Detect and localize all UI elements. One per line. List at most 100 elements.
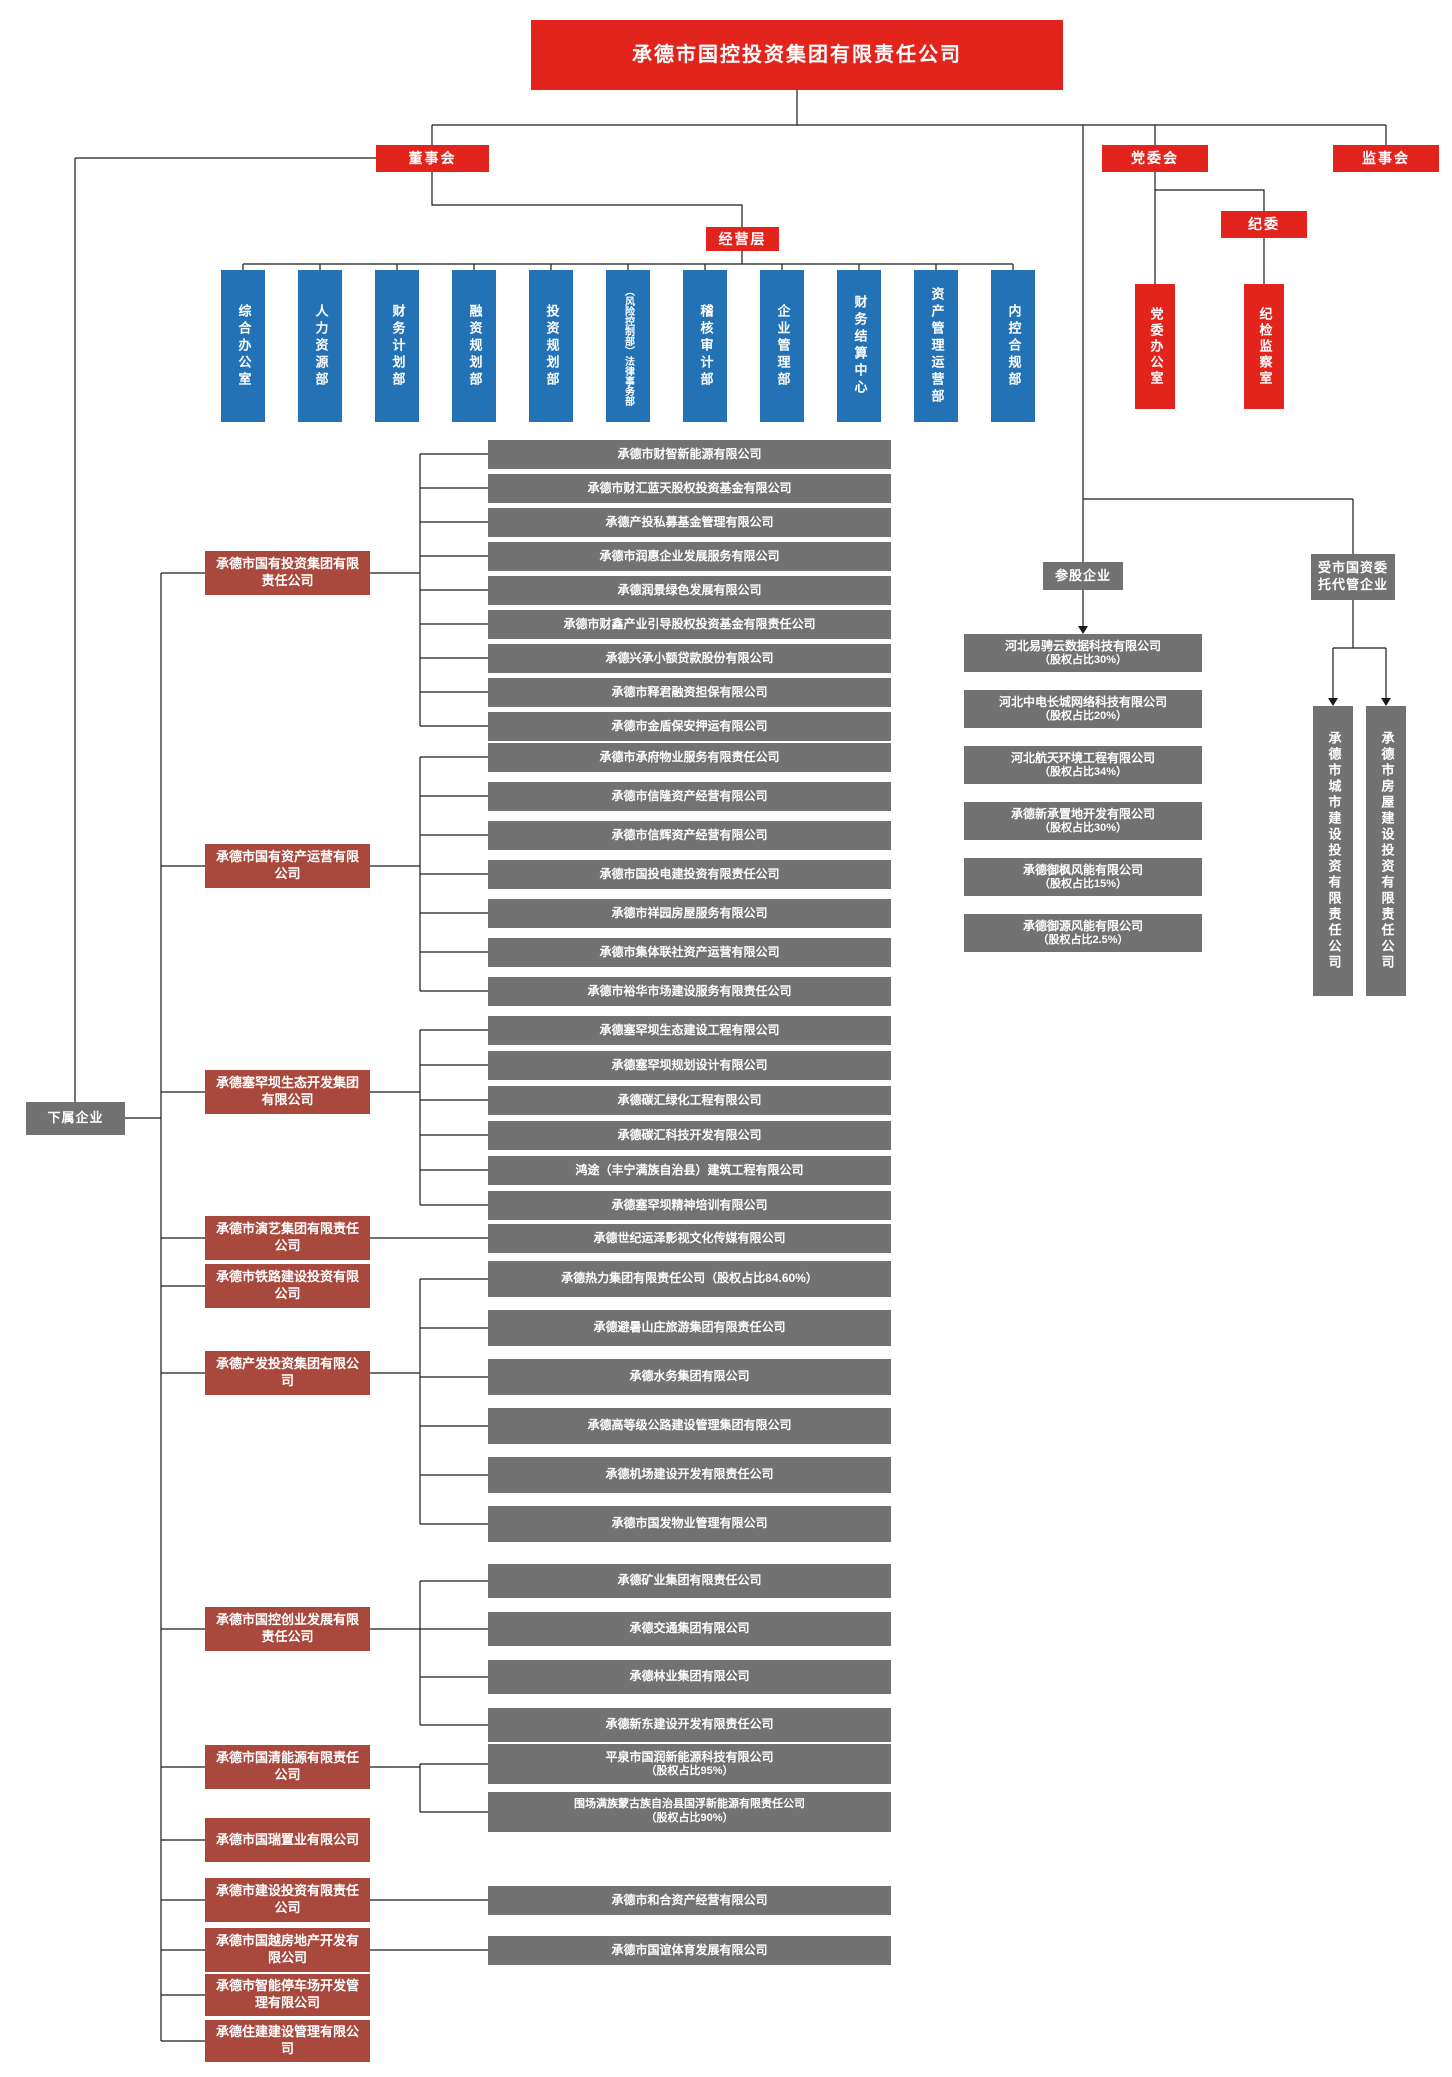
subsidiary-group-box: 承德市国有投资集团有限责任公司	[205, 551, 370, 595]
company-share: （股权占比2.5%）	[1037, 933, 1129, 946]
subsidiary-company-box: 承德矿业集团有限责任公司	[488, 1564, 891, 1598]
entrusted-company-box: 承德市城市建设投资有限责任公司	[1313, 706, 1353, 996]
subsidiary-company-box: 承德市祥园房屋服务有限公司	[488, 899, 891, 928]
subsidiary-group-box: 承德市智能停车场开发管理有限公司	[205, 1974, 370, 2016]
subsidiary-company-box: 承德高等级公路建设管理集团有限公司	[488, 1408, 891, 1444]
subsidiary-company-box: 承德避暑山庄旅游集团有限责任公司	[488, 1310, 891, 1346]
department-box: 融资规划部	[452, 270, 496, 422]
equity-company-box: 河北易骋云数据科技有限公司（股权占比30%）	[964, 634, 1202, 672]
subsidiary-company-box: 承德市财汇蓝天股权投资基金有限公司	[488, 474, 891, 503]
department-box: （风险控制部）法律事务部	[606, 270, 650, 422]
subsidiary-company-box: 承德热力集团有限责任公司（股权占比84.60%）	[488, 1261, 891, 1297]
subsidiary-company-box: 鸿途（丰宁满族自治县）建筑工程有限公司	[488, 1156, 891, 1185]
arrow-down-icon	[1381, 698, 1391, 706]
subsidiary-company-box: 承德水务集团有限公司	[488, 1359, 891, 1395]
department-box: 投资规划部	[529, 270, 573, 422]
company-name: 平泉市国润新能源科技有限公司	[605, 1749, 774, 1764]
department-box: 稽核审计部	[683, 270, 727, 422]
subsidiary-company-box: 承德塞罕坝生态建设工程有限公司	[488, 1016, 891, 1045]
subsidiary-company-box: 承德机场建设开发有限责任公司	[488, 1457, 891, 1493]
company-share: （股权占比30%）	[1038, 653, 1127, 666]
subsidiary-company-box: 承德碳汇科技开发有限公司	[488, 1121, 891, 1150]
subsidiary-company-box: 承德新东建设开发有限责任公司	[488, 1708, 891, 1742]
subsidiary-group-box: 承德产发投资集团有限公司	[205, 1351, 370, 1395]
subsidiary-company-box: 承德塞罕坝规划设计有限公司	[488, 1051, 891, 1080]
subsidiary-group-box: 承德塞罕坝生态开发集团有限公司	[205, 1070, 370, 1114]
company-title-banner: 承德市国控投资集团有限责任公司	[531, 20, 1063, 90]
company-name: 承德御源风能有限公司	[1022, 918, 1143, 933]
subsidiary-group-box: 承德市国清能源有限责任公司	[205, 1745, 370, 1789]
company-share: （股权占比34%）	[1038, 765, 1127, 778]
subsidiary-company-box: 承德市财智新能源有限公司	[488, 440, 891, 469]
company-name: 承德新承置地开发有限公司	[1010, 806, 1155, 821]
subsidiary-company-box: 承德世纪运泽影视文化传媒有限公司	[488, 1224, 891, 1253]
subsidiary-group-box: 承德市国越房地产开发有限公司	[205, 1928, 370, 1972]
subsidiary-company-box: 承德市金盾保安押运有限公司	[488, 712, 891, 741]
subsidiary-company-box: 承德塞罕坝精神培训有限公司	[488, 1191, 891, 1220]
subsidiary-company-box: 承德市国投电建投资有限责任公司	[488, 860, 891, 889]
party-committee-box: 党委会	[1102, 145, 1208, 172]
subsidiary-company-box: 承德市国谊体育发展有限公司	[488, 1936, 891, 1965]
company-name: 承德御枫风能有限公司	[1022, 862, 1143, 877]
subsidiary-group-box: 承德市建设投资有限责任公司	[205, 1878, 370, 1922]
department-box: 内控合规部	[991, 270, 1035, 422]
subsidiary-company-box: 承德市财鑫产业引导股权投资基金有限责任公司	[488, 610, 891, 639]
department-box: 综合办公室	[221, 270, 265, 422]
subsidiary-company-box: 承德市裕华市场建设服务有限责任公司	[488, 977, 891, 1006]
equity-company-box: 河北航天环境工程有限公司（股权占比34%）	[964, 746, 1202, 784]
subsidiary-company-box: 围场满族蒙古族自治县国浮新能源有限责任公司 （股权占比90%）	[488, 1792, 891, 1832]
company-share: （股权占比90%）	[645, 1812, 734, 1824]
subsidiary-group-box: 承德住建建设管理有限公司	[205, 2020, 370, 2062]
entrusted-label-box: 受市国资委托代管企业	[1311, 554, 1395, 600]
company-share: （股权占比30%）	[1038, 821, 1127, 834]
subsidiary-group-box: 承德市国有资产运营有限公司	[205, 844, 370, 888]
company-share: （股权占比15%）	[1038, 877, 1127, 890]
subsidiary-company-box: 承德市信隆资产经营有限公司	[488, 782, 891, 811]
subsidiary-group-box: 承德市国控创业发展有限责任公司	[205, 1607, 370, 1651]
equity-label-box: 参股企业	[1043, 562, 1123, 590]
subsidiary-company-box: 承德市集体联社资产运营有限公司	[488, 938, 891, 967]
subsidiary-company-box: 承德市释君融资担保有限公司	[488, 678, 891, 707]
discipline-committee-box: 纪委	[1221, 211, 1307, 238]
subsidiary-company-box: 承德润景绿色发展有限公司	[488, 576, 891, 605]
subsidiary-company-box: 承德市和合资产经营有限公司	[488, 1886, 891, 1915]
equity-company-box: 承德御枫风能有限公司（股权占比15%）	[964, 858, 1202, 896]
equity-company-box: 河北中电长城网络科技有限公司（股权占比20%）	[964, 690, 1202, 728]
company-share: （股权占比95%）	[645, 1764, 734, 1777]
entrusted-company-box: 承德市房屋建设投资有限责任公司	[1366, 706, 1406, 996]
party-office-box: 纪检监察室	[1244, 284, 1284, 409]
department-box: 人力资源部	[298, 270, 342, 422]
company-share: （股权占比20%）	[1038, 709, 1127, 722]
equity-company-box: 承德御源风能有限公司（股权占比2.5%）	[964, 914, 1202, 952]
subsidiary-company-box: 承德市润惠企业发展服务有限公司	[488, 542, 891, 571]
subsidiary-company-box: 承德交通集团有限公司	[488, 1612, 891, 1646]
subsidiary-group-box: 承德市铁路建设投资有限公司	[205, 1264, 370, 1308]
subsidiary-company-box: 承德兴承小额贷款股份有限公司	[488, 644, 891, 673]
company-name: 河北中电长城网络科技有限公司	[998, 694, 1167, 709]
department-box: 资产管理运营部	[914, 270, 958, 422]
subsidiary-company-box: 承德市承府物业服务有限责任公司	[488, 743, 891, 772]
management-level-box: 经营层	[706, 227, 779, 251]
party-office-box: 党委办公室	[1135, 284, 1175, 409]
subsidiary-company-box: 承德市国发物业管理有限公司	[488, 1506, 891, 1542]
subsidiaries-label-box: 下属企业	[26, 1102, 125, 1135]
company-name: 河北易骋云数据科技有限公司	[1004, 638, 1161, 653]
department-box: 财务计划部	[375, 270, 419, 422]
board-box: 董事会	[376, 145, 489, 172]
subsidiary-group-box: 承德市国瑞置业有限公司	[205, 1818, 370, 1862]
subsidiary-company-box: 承德产投私募基金管理有限公司	[488, 508, 891, 537]
subsidiary-company-box: 承德市信辉资产经营有限公司	[488, 821, 891, 850]
subsidiary-company-box: 承德碳汇绿化工程有限公司	[488, 1086, 891, 1115]
company-name: 河北航天环境工程有限公司	[1010, 750, 1155, 765]
supervisory-board-box: 监事会	[1333, 145, 1439, 172]
subsidiary-company-box: 承德林业集团有限公司	[488, 1660, 891, 1694]
company-name: 围场满族蒙古族自治县国浮新能源有限责任公司	[574, 1798, 805, 1811]
department-box: 财务结算中心	[837, 270, 881, 422]
equity-company-box: 承德新承置地开发有限公司（股权占比30%）	[964, 802, 1202, 840]
arrow-down-icon	[1328, 698, 1338, 706]
arrow-down-icon	[1078, 626, 1088, 634]
subsidiary-group-box: 承德市演艺集团有限责任公司	[205, 1216, 370, 1260]
department-box: 企业管理部	[760, 270, 804, 422]
